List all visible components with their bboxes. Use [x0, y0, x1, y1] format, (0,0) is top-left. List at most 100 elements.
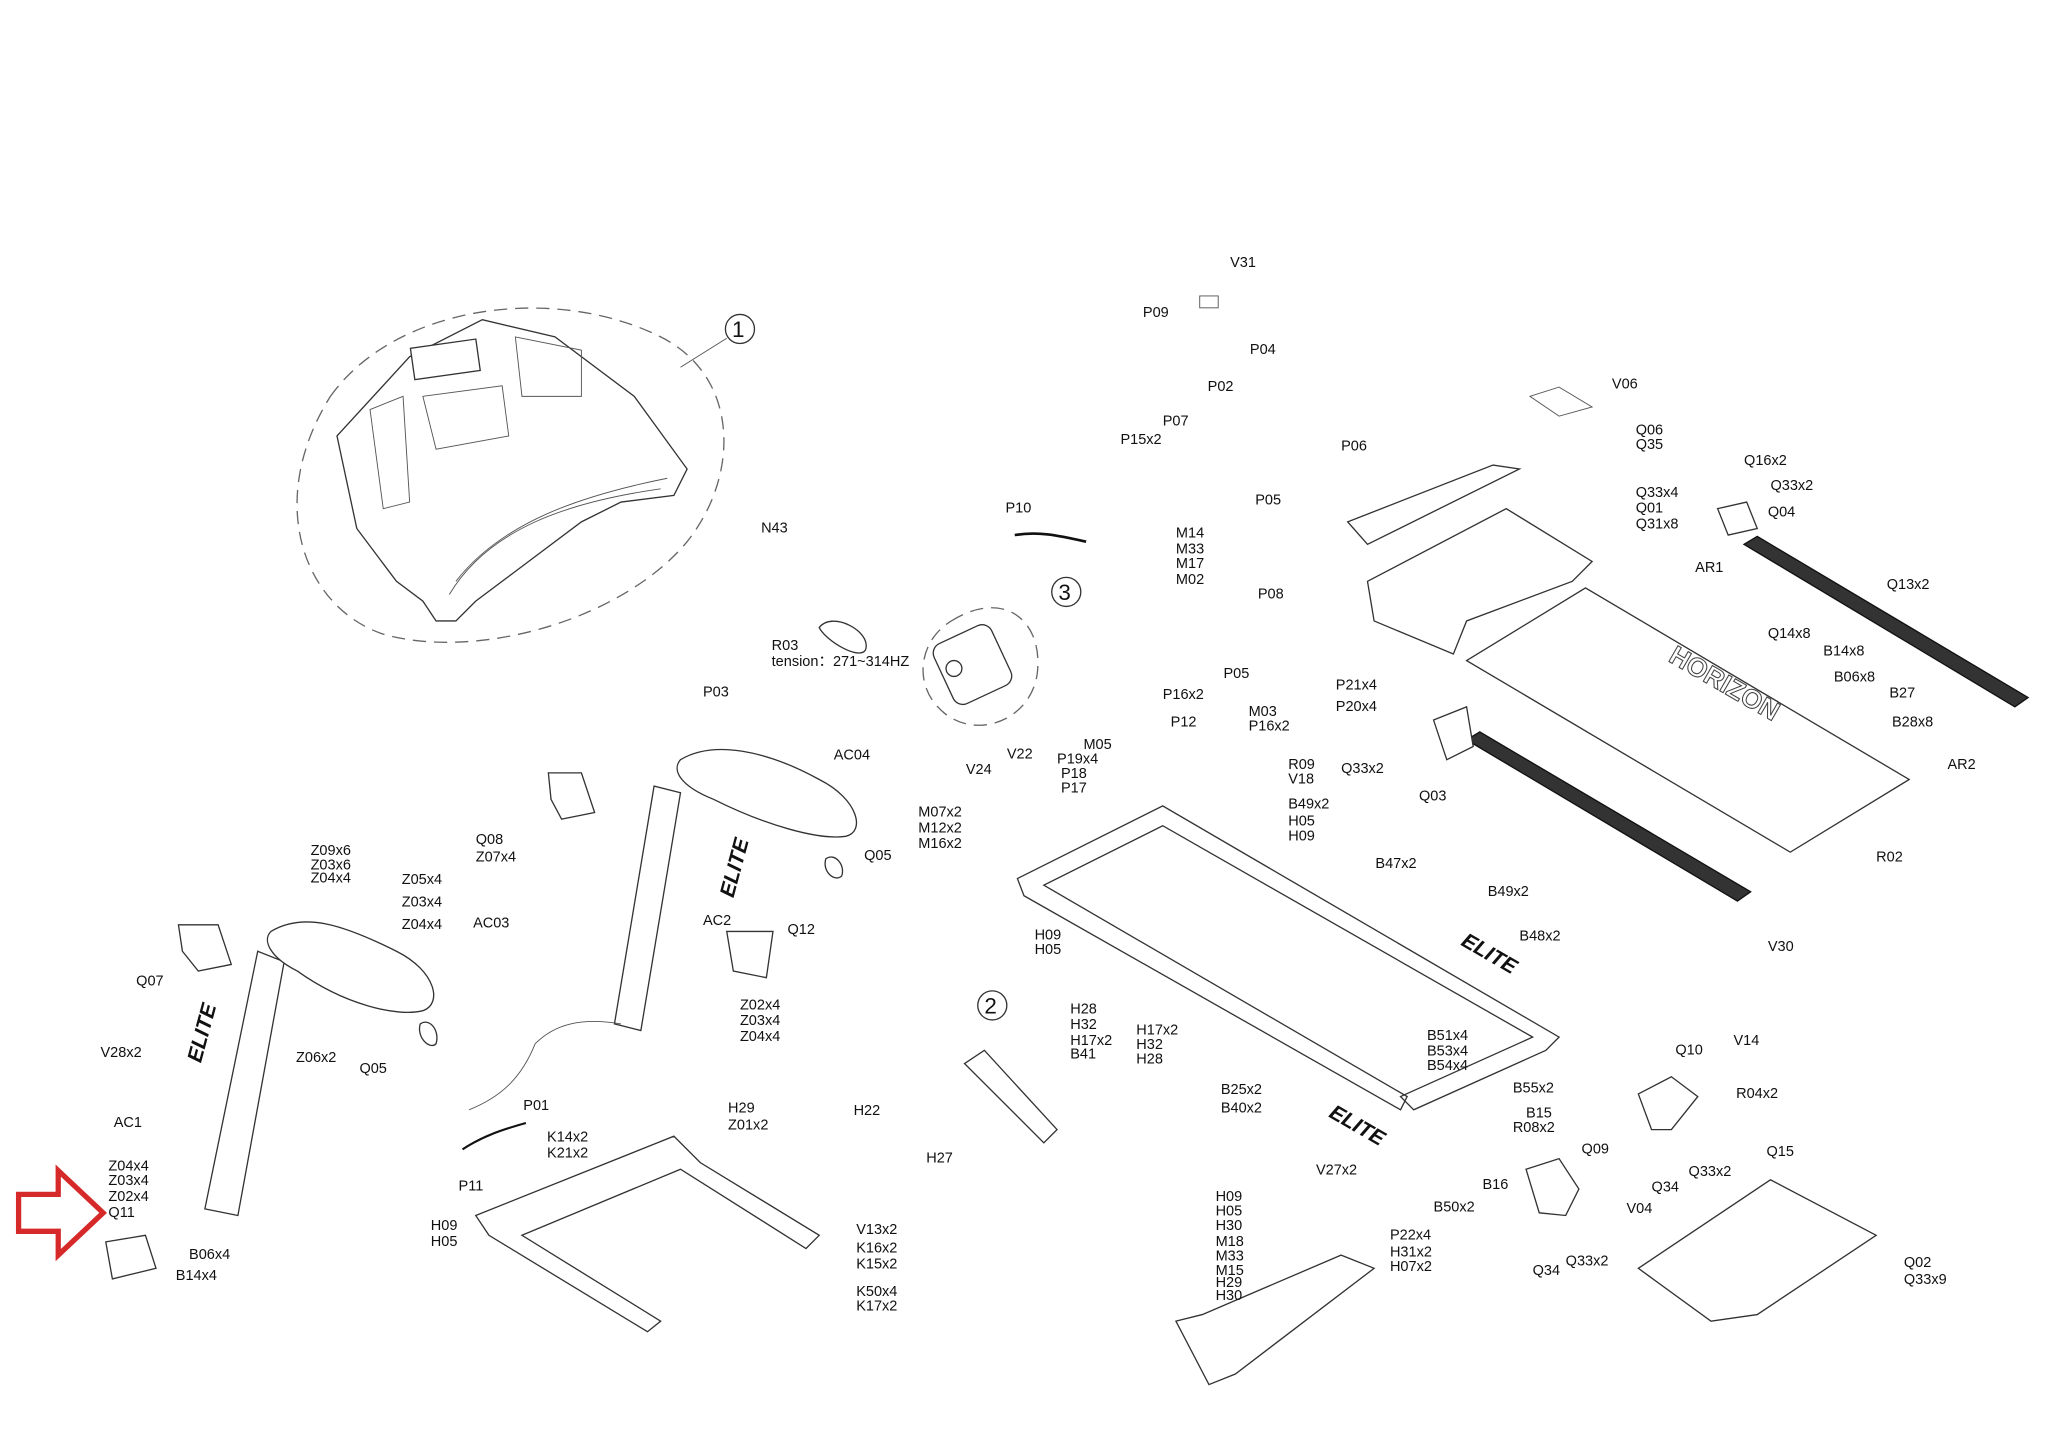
part-label-b14x4: B14x4	[176, 1268, 217, 1284]
part-label-h32: H32	[1136, 1037, 1163, 1053]
part-label-p18: P18	[1061, 766, 1087, 782]
part-label-p09: P09	[1143, 305, 1169, 321]
part-label-m02: M02	[1176, 572, 1204, 588]
part-label-h05: H05	[1288, 814, 1315, 830]
sticker-v31	[1199, 295, 1219, 309]
part-label-h31x2: H31x2	[1390, 1244, 1432, 1260]
part-label-ac03: AC03	[473, 915, 509, 931]
part-label-h28: H28	[1070, 1001, 1097, 1017]
part-label-v24: V24	[966, 762, 992, 778]
rail-q13-right	[1742, 535, 2030, 708]
callout-3	[1051, 576, 1082, 608]
handlebar-left	[266, 921, 435, 1014]
part-label-b41: B41	[1070, 1046, 1096, 1062]
part-label-q34: Q34	[1533, 1263, 1560, 1279]
part-label-h30: H30	[1216, 1218, 1243, 1234]
elite-logo: ELITE	[716, 835, 754, 900]
callout-2-number: 2	[984, 993, 996, 1018]
part-label-m14: M14	[1176, 526, 1204, 542]
part-label-q08: Q08	[476, 832, 503, 848]
part-label-z03x4: Z03x4	[740, 1013, 780, 1029]
part-label-m17: M17	[1176, 556, 1204, 572]
part-label-h05: H05	[1216, 1203, 1243, 1219]
part-label-b06x4: B06x4	[189, 1247, 230, 1263]
part-label-h09: H09	[1035, 927, 1062, 943]
upright-left	[204, 950, 285, 1217]
part-label-h32: H32	[1070, 1017, 1097, 1033]
part-label-b47x2: B47x2	[1375, 856, 1416, 872]
part-label-b54x4: B54x4	[1427, 1058, 1468, 1074]
motor-base-q02	[1637, 1179, 1878, 1322]
console-panel	[369, 336, 582, 510]
part-label-v18: V18	[1288, 771, 1314, 787]
motor-hood-q01	[1366, 507, 1594, 655]
main-frame	[1016, 805, 1561, 1111]
cover-q09	[1525, 1157, 1580, 1217]
part-label-p17: P17	[1061, 781, 1087, 797]
part-label-h05: H05	[1035, 942, 1062, 958]
part-label-q35: Q35	[1636, 437, 1663, 453]
part-label-m18: M18	[1216, 1234, 1244, 1250]
part-label-v06: V06	[1612, 376, 1638, 392]
part-label-p15x2: P15x2	[1120, 432, 1161, 448]
part-label-z03x4: Z03x4	[402, 894, 442, 910]
part-label-q05: Q05	[359, 1061, 386, 1077]
cup-holder-q07	[177, 924, 233, 972]
part-label-z04x4: Z04x4	[402, 917, 442, 933]
part-label-z04x4: Z04x4	[740, 1029, 780, 1045]
part-label-b16: B16	[1482, 1177, 1508, 1193]
console	[336, 319, 688, 622]
part-label-q33x2: Q33x2	[1341, 761, 1384, 777]
part-label-p20x4: P20x4	[1336, 699, 1377, 715]
part-label-ac04: AC04	[834, 748, 870, 764]
part-label-ar1: AR1	[1695, 560, 1723, 576]
cap-q05	[418, 1021, 438, 1046]
part-label-q09: Q09	[1582, 1141, 1609, 1157]
part-label-p02: P02	[1208, 379, 1234, 395]
part-label-v31: V31	[1230, 255, 1256, 271]
part-label-q04: Q04	[1768, 505, 1795, 521]
motor	[932, 624, 1013, 706]
part-label-m15: M15	[1216, 1263, 1244, 1279]
part-label-q12: Q12	[788, 922, 815, 938]
part-label-v13x2: V13x2	[856, 1222, 897, 1238]
part-label-z05x4: Z05x4	[402, 872, 442, 888]
part-label-p16x2: P16x2	[1249, 719, 1290, 735]
cup-holder-q08	[547, 772, 596, 820]
part-label-h07x2: H07x2	[1390, 1259, 1432, 1275]
part-label-q10: Q10	[1675, 1042, 1702, 1058]
part-label-r04x2: R04x2	[1736, 1086, 1778, 1102]
part-label-z02x4: Z02x4	[108, 1189, 148, 1205]
part-label-p12: P12	[1171, 715, 1197, 731]
highlight-arrow	[15, 1164, 108, 1262]
part-label-b27: B27	[1889, 686, 1915, 702]
end-cap-q03	[1432, 705, 1474, 761]
part-label-p21x4: P21x4	[1336, 678, 1377, 694]
part-label-p04: P04	[1250, 342, 1276, 358]
cover-q10	[1637, 1075, 1699, 1131]
part-label-k50x4: K50x4	[856, 1284, 897, 1300]
part-label-q02: Q02	[1904, 1255, 1931, 1271]
part-label-k16x2: K16x2	[856, 1240, 897, 1256]
part-label-q33x4: Q33x4	[1636, 485, 1679, 501]
part-label-z09x6: Z09x6	[311, 843, 351, 859]
cable-p10	[1014, 532, 1087, 543]
part-label-q03: Q03	[1419, 789, 1446, 805]
belt-r03	[818, 620, 867, 654]
part-label-ar2: AR2	[1947, 757, 1975, 773]
part-label-k15x2: K15x2	[856, 1256, 897, 1272]
deck	[1465, 587, 1911, 853]
diagram-parts: ELITE ELITE ELITE ELITE HORIZON	[15, 295, 2030, 1386]
part-label-z02x4: Z02x4	[740, 997, 780, 1013]
tension-note: tension：271~314HZ	[772, 654, 910, 670]
part-label-q16x2: Q16x2	[1744, 453, 1787, 469]
part-label-m33: M33	[1216, 1248, 1244, 1264]
part-label-p05: P05	[1223, 666, 1249, 682]
cup-holder-q12	[725, 930, 774, 979]
part-label-ac2: AC2	[703, 913, 731, 929]
part-label-q06: Q06	[1636, 423, 1663, 439]
part-label-n43: N43	[761, 520, 788, 536]
part-label-p05: P05	[1255, 493, 1281, 509]
part-label-b40x2: B40x2	[1221, 1100, 1262, 1116]
cap-q05-b	[824, 856, 844, 879]
